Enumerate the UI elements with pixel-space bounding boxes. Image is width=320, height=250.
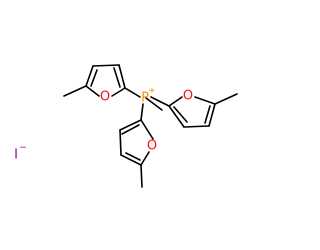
phosphorus-charge: + — [148, 86, 156, 96]
phosphorus-label: P — [141, 91, 149, 106]
iodide-label: I — [14, 148, 18, 163]
oxygen-label-ring3: O — [147, 139, 157, 154]
bond-ring2-c5-c4-inner — [204, 105, 211, 124]
bond-ring3-c5-o — [140, 151, 150, 166]
iodide-charge: − — [19, 143, 27, 153]
bond-p-methyl — [145, 97, 163, 111]
bond-ring1-c2-c3-inner — [113, 67, 121, 88]
bond-ring3-c2-c3 — [119, 119, 142, 131]
bond-ring2-o-c5 — [194, 96, 216, 105]
bond-ring1-c4-c5 — [85, 65, 94, 87]
bond-ring3-methyl — [140, 164, 143, 188]
bond-ring3-c4-c5-inner — [125, 152, 141, 161]
bond-ring2-c5-c4 — [208, 103, 216, 127]
bond-ring3-c4-c5 — [120, 154, 142, 166]
bond-ring2-c3-c2-inner — [173, 106, 188, 123]
bond-p-ring1 — [124, 87, 141, 98]
bond-ring2-c4-c3 — [183, 125, 210, 128]
bond-ring3-c2-c3-inner — [121, 124, 140, 135]
bond-p-ring3 — [140, 103, 144, 121]
bond-ring1-c3-c4 — [92, 64, 120, 67]
bond-ring3-o-c2 — [140, 119, 154, 140]
chemical-structure: P + O O O I − — [14, 64, 238, 188]
bond-ring1-c2-c3 — [118, 64, 126, 89]
bond-ring2-c2-o — [168, 96, 183, 107]
bond-ring1-c4-c5-inner — [90, 69, 98, 87]
bond-ring1-c5-o — [85, 85, 100, 97]
bond-ring1-methyl — [63, 85, 87, 97]
bond-p-ring2 — [150, 96, 170, 107]
bond-ring2-c3-c2 — [168, 105, 185, 128]
bonds — [63, 64, 238, 188]
bond-ring2-methyl — [214, 93, 238, 105]
bond-ring1-o-c2 — [111, 87, 126, 97]
bond-ring3-c3-c4 — [119, 129, 122, 156]
atom-labels: P + O O O I − — [14, 86, 193, 163]
oxygen-label-ring2: O — [183, 89, 193, 104]
oxygen-label-ring1: O — [100, 90, 110, 105]
